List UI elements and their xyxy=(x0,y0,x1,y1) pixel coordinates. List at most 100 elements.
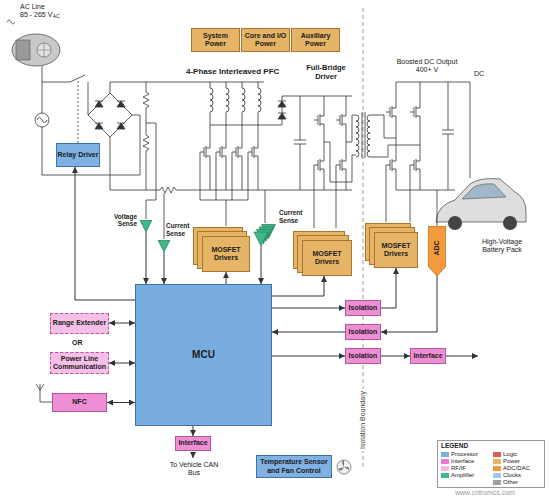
node-label: Power Line Communication xyxy=(51,355,108,371)
ac-source-symbol xyxy=(7,20,49,127)
shunt-resistor xyxy=(160,187,176,193)
input-wire xyxy=(42,75,88,115)
signal-connector xyxy=(261,246,262,284)
can-bus-arrow xyxy=(193,452,194,458)
legend-swatch xyxy=(441,452,449,457)
legend-swatch xyxy=(493,480,501,485)
legend-swatch xyxy=(441,473,449,478)
annotation-label: AC xyxy=(53,14,60,20)
annotation-label: OR xyxy=(72,339,83,347)
node-label: ADC xyxy=(433,240,441,255)
output-arrow xyxy=(446,356,478,357)
node-label: Interface xyxy=(178,439,207,447)
legend-swatch xyxy=(493,459,501,464)
full-bridge-leg xyxy=(336,96,346,190)
node-label: Isolation xyxy=(349,328,378,336)
interface-block: Interface xyxy=(175,436,211,451)
legend-label: Other xyxy=(503,479,518,486)
power-block: System Power xyxy=(191,28,240,52)
dc-rail xyxy=(110,82,264,93)
triangle-outline xyxy=(158,240,170,252)
boost-diodes xyxy=(278,101,286,119)
bus-capacitor xyxy=(294,96,306,190)
triangle-outline xyxy=(140,220,152,232)
node-label: Auxiliary Power xyxy=(292,32,339,48)
pfc-phase-leg xyxy=(248,82,261,190)
output-rail xyxy=(396,82,470,190)
relay-link xyxy=(78,80,79,143)
annotation-label: Boosted DC Output 400+ V xyxy=(396,58,458,74)
node-label: Core and I/O Power xyxy=(242,32,289,48)
triangle-stack-outline xyxy=(250,220,276,246)
node-label: Current Sense xyxy=(166,222,196,237)
gate-wire xyxy=(336,165,337,228)
interface-block: NFC xyxy=(52,393,107,412)
pfc-phase-leg xyxy=(200,82,213,190)
fan-icon xyxy=(337,460,351,474)
annotation-label: AC Line xyxy=(20,3,45,11)
optional-block: Power Line Communication xyxy=(50,352,109,374)
legend-label: Amplifier xyxy=(451,472,474,479)
signal-connector xyxy=(381,356,410,357)
rectifier-leg xyxy=(410,82,420,190)
signal-connector xyxy=(381,268,396,308)
voltage-sense-wire xyxy=(146,123,156,219)
legend-label: RF/IF xyxy=(451,465,466,472)
primary-wire xyxy=(324,115,356,182)
battery-car-illustration xyxy=(436,179,526,230)
legend-label: ADC/DAC xyxy=(503,465,530,472)
gate-wire xyxy=(200,152,201,200)
driver-stack: MOSFET Drivers xyxy=(202,236,250,272)
legend-swatch xyxy=(493,466,501,471)
nfc-antenna xyxy=(36,384,52,402)
gate-wire xyxy=(314,165,315,228)
legend-swatch xyxy=(441,466,449,471)
node-label: Current Sense xyxy=(279,209,311,224)
gate-wire xyxy=(248,152,249,200)
current-sense-wire xyxy=(265,190,266,223)
secondary-wire xyxy=(370,115,420,157)
node-label: NFC xyxy=(72,398,86,406)
node-label: Temperature Sensor and Fan Control xyxy=(257,458,331,474)
function-block: Relay Driver xyxy=(56,143,100,167)
node-label: Isolation xyxy=(349,352,378,360)
node-label: MCU xyxy=(192,349,215,361)
interface-block: Isolation xyxy=(345,324,381,340)
annotation-label: 4-Phase Interleaved PFC xyxy=(186,67,279,76)
signal-connector xyxy=(75,167,135,300)
interface-block: Isolation xyxy=(345,300,381,316)
legend-label: Logic xyxy=(503,451,517,458)
pfc-phase-leg xyxy=(216,82,229,190)
signal-connector xyxy=(272,332,345,333)
current-sense-wire xyxy=(164,193,165,239)
node-label: MOSFET Drivers xyxy=(203,246,249,262)
node-label: Voltage Sense xyxy=(99,213,137,228)
full-bridge-leg xyxy=(314,96,324,190)
signal-connector xyxy=(272,276,324,296)
amplifier-stack: Current Sense xyxy=(250,220,276,246)
legend-swatch xyxy=(493,473,501,478)
interface-block: Isolation xyxy=(345,348,381,364)
signal-connector xyxy=(193,426,194,436)
gate-bus xyxy=(200,200,248,226)
motor-illustration xyxy=(12,34,60,82)
annotation-label: High-Voltage Battery Pack xyxy=(470,238,534,254)
adc-input-wire xyxy=(437,190,438,226)
driver-stack: MOSFET Drivers xyxy=(302,240,352,276)
legend-label: Interface xyxy=(451,458,474,465)
watermark: www.cntronics.com xyxy=(455,489,515,497)
adc-block: ADC xyxy=(428,226,446,276)
function-block: Temperature Sensor and Fan Control xyxy=(256,455,332,478)
signal-connector xyxy=(381,276,437,332)
node-label: MOSFET Drivers xyxy=(375,242,417,258)
legend-label: Clocks xyxy=(503,472,521,479)
signal-connector xyxy=(109,323,135,324)
transformer-primary xyxy=(356,115,359,157)
legend-label: Processor xyxy=(451,451,478,458)
rectifier-leg xyxy=(386,82,396,190)
annotation-label: DC xyxy=(474,70,484,78)
node-label: MOSFET Drivers xyxy=(303,250,351,266)
input-wire xyxy=(42,115,140,175)
signal-connector xyxy=(109,363,135,364)
signal-connector xyxy=(146,232,147,284)
